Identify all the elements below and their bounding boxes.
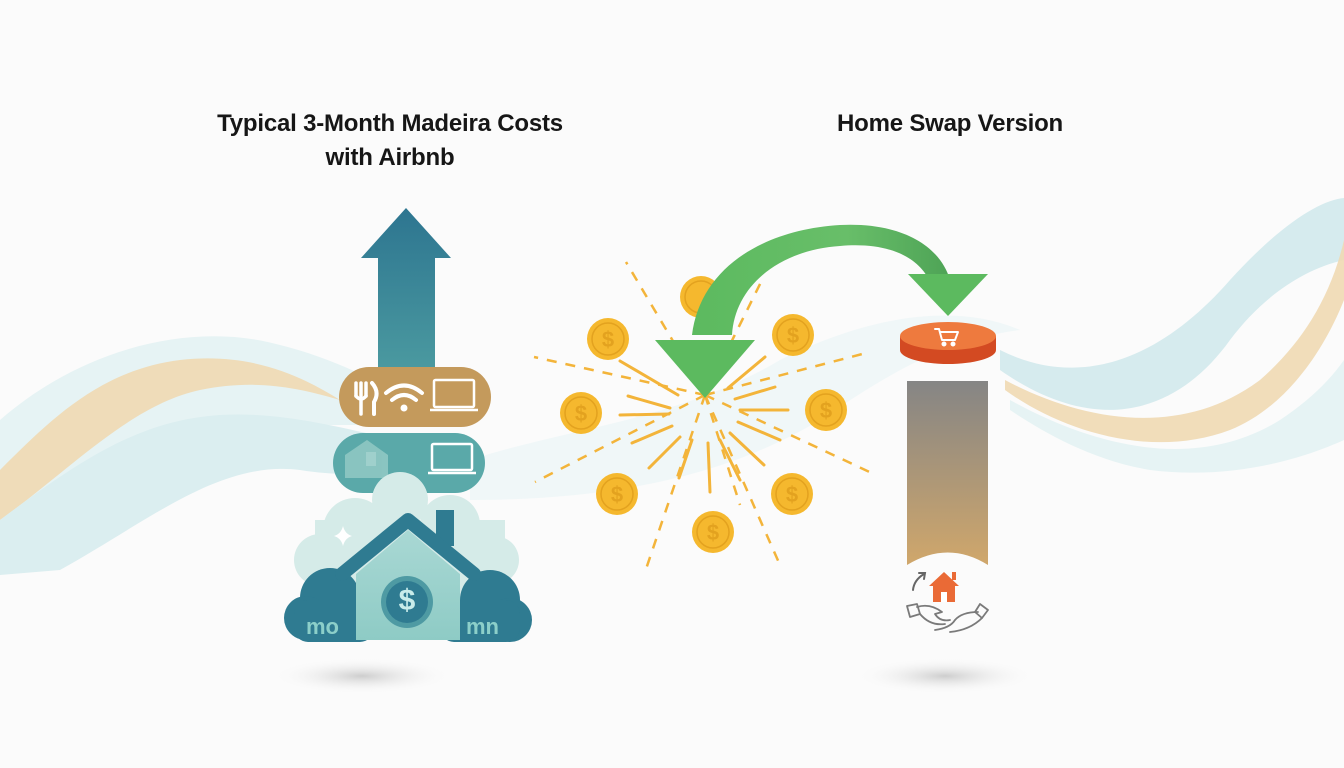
- svg-text:$: $: [787, 323, 799, 348]
- left-title-line1: Typical 3-Month Madeira Costs: [217, 110, 563, 137]
- wifi-icon: [384, 383, 424, 412]
- laptop-icon: [428, 442, 476, 475]
- left-title-line2: with Airbnb: [325, 144, 455, 171]
- shopping-cart-icon: [934, 328, 959, 347]
- svg-text:$: $: [820, 398, 832, 423]
- svg-text:$: $: [575, 401, 587, 426]
- savings-bar: [907, 381, 988, 565]
- svg-text:$: $: [786, 482, 798, 507]
- solid-rays: [618, 355, 790, 494]
- hands-icon: [906, 603, 989, 633]
- house-dollar-symbol: $: [398, 584, 416, 617]
- svg-text:$: $: [611, 482, 623, 507]
- coin-dollar-symbols: $ $ $ $ $ $ $: [575, 323, 832, 545]
- cost-pill-bottom: [333, 433, 485, 493]
- house-icon: [345, 440, 388, 478]
- arrow-icon: [912, 572, 927, 591]
- house-icon: [929, 572, 959, 602]
- sparkle-icon: [334, 526, 352, 546]
- cloud-left: [284, 568, 374, 642]
- left-panel-title: Typical 3-Month Madeira Costs with Airbn…: [190, 107, 590, 175]
- cart-disc: [900, 322, 996, 364]
- laptop-icon: [430, 378, 478, 412]
- right-panel-title: Home Swap Version: [836, 110, 1063, 137]
- up-arrow-icon: [361, 208, 451, 372]
- cost-pill-top: [339, 367, 491, 427]
- svg-text:$: $: [707, 520, 719, 545]
- cloud-label-right: mn: [466, 614, 499, 639]
- cloud-label-left: mo: [306, 614, 339, 639]
- svg-text:$: $: [602, 327, 614, 352]
- fork-knife-icon: [354, 381, 379, 416]
- house-dollar-icon: [335, 510, 481, 640]
- swap-arrow-icon: [655, 224, 988, 398]
